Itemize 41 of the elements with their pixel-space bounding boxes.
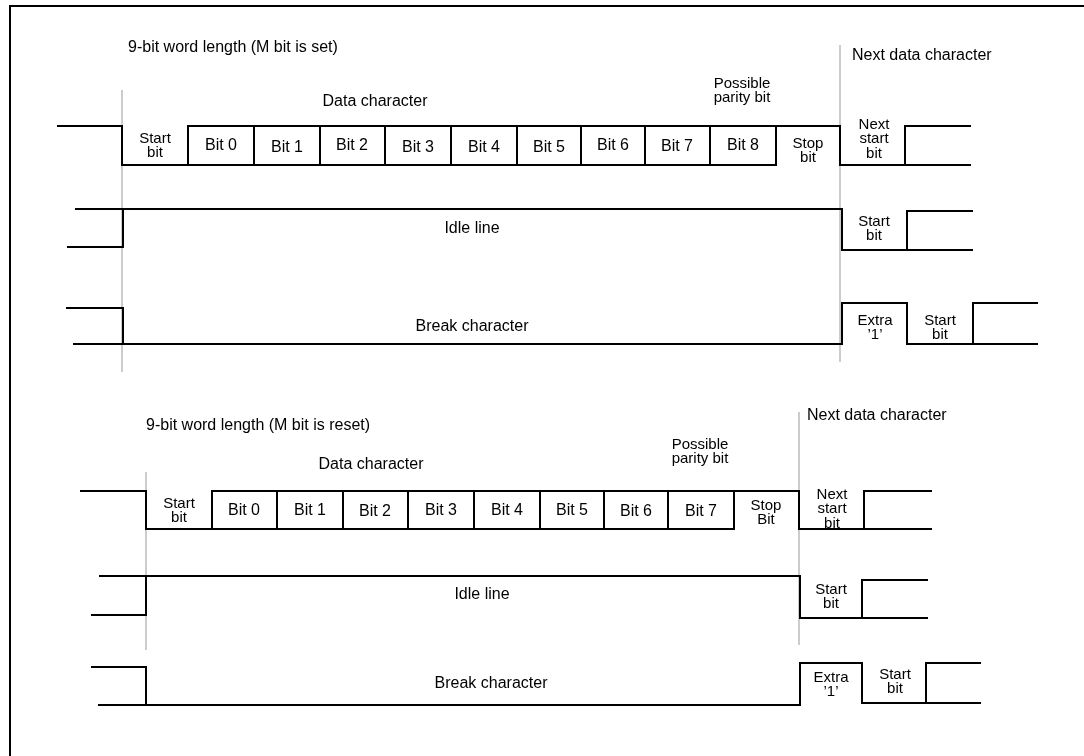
timing-label: Start bit <box>923 312 957 342</box>
timing-label: Possible parity bit <box>712 75 772 105</box>
timing-label: Stop Bit <box>749 497 783 527</box>
timing-label: Bit 5 <box>533 137 565 157</box>
timing-label: Bit 1 <box>294 500 326 520</box>
timing-label: Possible parity bit <box>670 436 730 466</box>
timing-label: Data character <box>322 91 428 111</box>
timing-label: 9-bit word length (M bit is reset) <box>146 415 371 435</box>
timing-label: Bit 5 <box>556 500 588 520</box>
timing-label: Bit 2 <box>336 135 368 155</box>
timing-label: Bit 6 <box>620 501 652 521</box>
timing-label: Next data character <box>807 405 947 425</box>
timing-label: Data character <box>318 454 424 474</box>
timing-label: Break character <box>434 673 548 693</box>
timing-label: Bit 7 <box>685 501 717 521</box>
timing-label: Start bit <box>162 495 196 525</box>
timing-label: 9-bit word length (M bit is set) <box>128 37 338 57</box>
timing-label: Bit 8 <box>727 135 759 155</box>
timing-label: Bit 1 <box>271 137 303 157</box>
timing-label: Bit 4 <box>491 500 523 520</box>
timing-label: Next data character <box>852 45 992 65</box>
timing-label: Bit 6 <box>597 135 629 155</box>
timing-label: Next start bit <box>857 116 891 160</box>
timing-label: Extra ’1’ <box>856 312 894 342</box>
timing-label: Bit 0 <box>228 500 260 520</box>
timing-label: Start bit <box>138 130 172 160</box>
timing-label: Idle line <box>444 218 500 238</box>
timing-label: Bit 3 <box>402 137 434 157</box>
timing-label: Idle line <box>454 584 510 604</box>
timing-label: Bit 3 <box>425 500 457 520</box>
timing-label: Stop bit <box>791 135 825 165</box>
timing-label: Bit 0 <box>205 135 237 155</box>
timing-label: Bit 4 <box>468 137 500 157</box>
timing-label: Start bit <box>878 666 912 696</box>
timing-label: Bit 2 <box>359 501 391 521</box>
timing-label: Start bit <box>814 581 848 611</box>
timing-label: Extra ’1’ <box>812 669 850 699</box>
timing-label: Break character <box>415 316 529 336</box>
timing-label: Bit 7 <box>661 136 693 156</box>
timing-label: Start bit <box>857 213 891 243</box>
timing-label: Next start bit <box>815 486 849 530</box>
